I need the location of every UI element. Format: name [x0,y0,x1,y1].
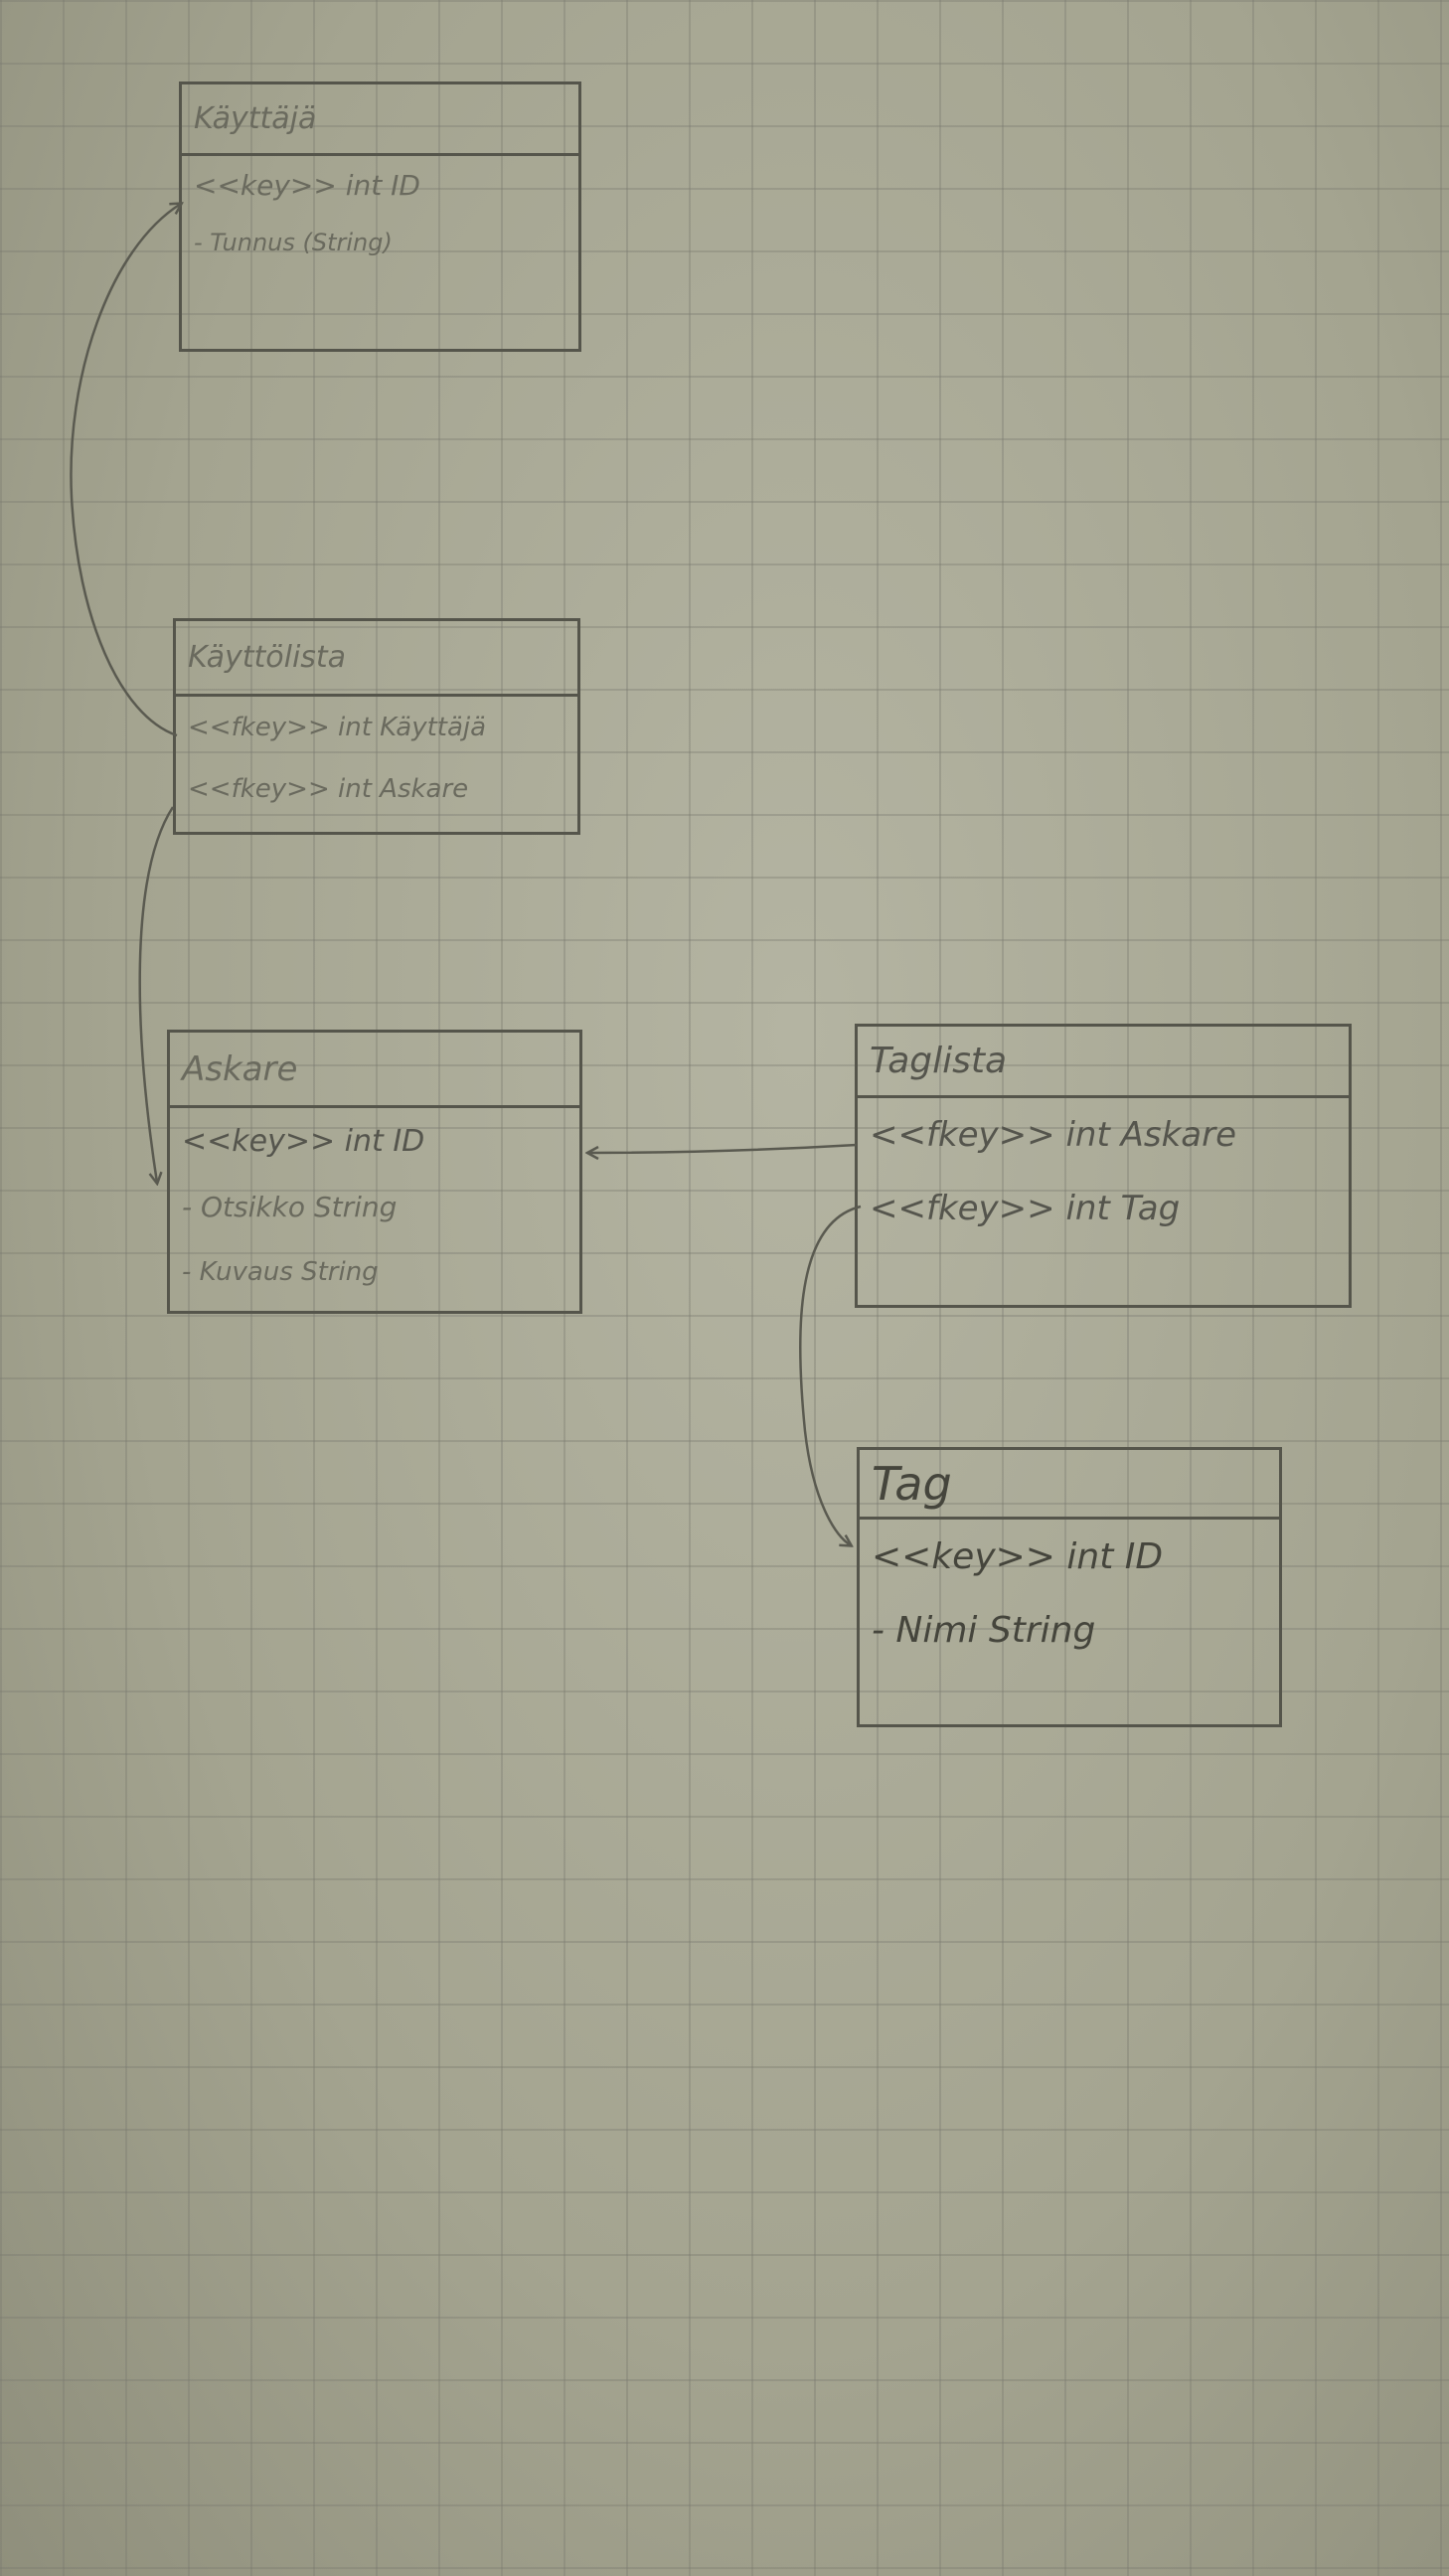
entity-tag-title: Tag [860,1450,1279,1520]
entity-taglista-title: Taglista [858,1027,1349,1098]
entity-kayttolista: Käyttölista <<fkey>> int Käyttäjä <<fkey… [173,618,580,835]
entity-kayttolista-attribute: <<fkey>> int Askare [188,774,469,804]
relation-kayttolista-askare [138,806,175,1183]
entity-askare-attribute: - Otsikko String [182,1190,398,1223]
entity-kayttaja-title: Käyttäjä [182,84,578,156]
entity-taglista-attribute: <<fkey>> int Tag [870,1189,1181,1228]
entity-kayttaja-attribute: <<key>> int ID [194,168,420,202]
entity-kayttaja-attribute: - Tunnus (String) [194,229,393,256]
entity-tag-attribute: - Nimi String [872,1609,1096,1651]
relation-taglista-tag [798,1205,862,1545]
relation-taglista-askare [588,1143,858,1153]
entity-taglista: Taglista <<fkey>> int Askare <<fkey>> in… [855,1024,1352,1308]
entity-kayttolista-attribute: <<fkey>> int Käyttäjä [188,713,487,742]
relation-kayttolista-kayttaja [70,204,181,737]
entity-kayttolista-title: Käyttölista [176,621,577,697]
entity-askare-attribute: - Kuvaus String [182,1257,379,1287]
entity-tag: Tag <<key>> int ID - Nimi String [857,1447,1282,1727]
entity-askare-title: Askare [170,1033,579,1108]
entity-kayttaja: Käyttäjä <<key>> int ID - Tunnus (String… [179,81,581,352]
entity-tag-attribute: <<key>> int ID [872,1535,1164,1577]
entity-askare: Askare <<key>> int ID - Otsikko String -… [167,1030,582,1314]
entity-askare-attribute: <<key>> int ID [182,1123,425,1159]
entity-taglista-attribute: <<fkey>> int Askare [870,1115,1236,1155]
